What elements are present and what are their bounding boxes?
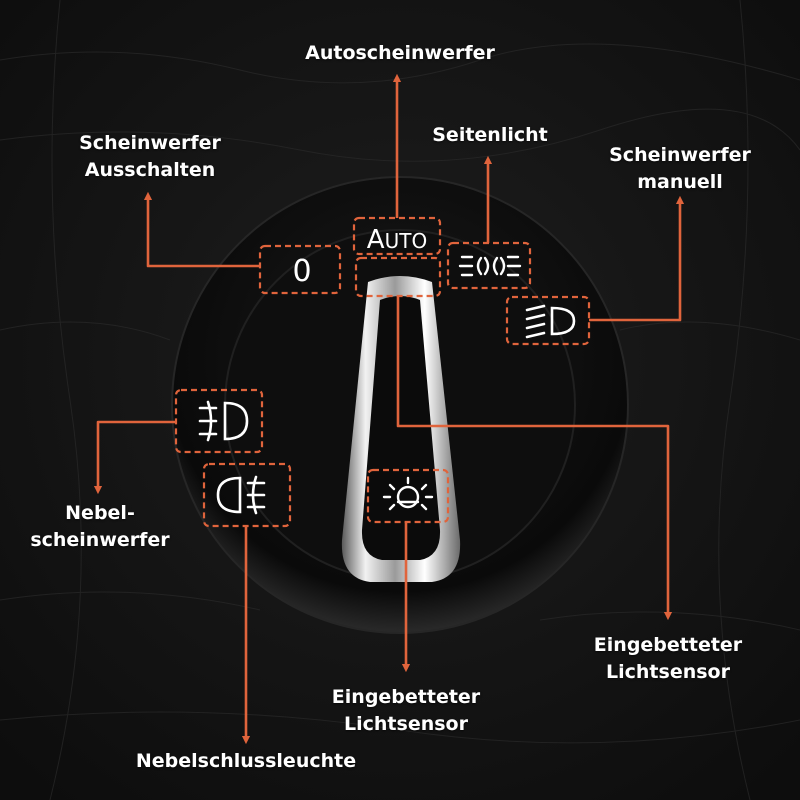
label-scheinwerfer-ausschalten: Scheinwerfer Ausschalten [79, 132, 221, 181]
label-lichtsensor-right: Eingebetteter Lichtsensor [593, 634, 743, 683]
label-scheinwerfer-manuell: Scheinwerfer manuell [609, 144, 751, 193]
auto-icon: AUTO [367, 225, 427, 255]
auto-box [352, 216, 442, 256]
label-nebelscheinwerfer: Nebel- scheinwerfer [30, 502, 170, 551]
sensor-right-leader [396, 296, 673, 621]
fog-leader [93, 420, 176, 495]
low-beam-icon [525, 304, 576, 339]
rotary-handle [341, 276, 461, 582]
rear-fog-light-icon [216, 475, 266, 515]
light-sensor-icon [382, 476, 434, 511]
off-box [258, 244, 342, 295]
sensor-box [366, 468, 450, 524]
label-autoscheinwerfer: Autoscheinwerfer [305, 42, 495, 64]
label-seitenlicht: Seitenlicht [432, 124, 548, 146]
off-leader [143, 191, 260, 268]
label-nebelschlussleuchte: Nebelschlussleuchte [135, 750, 357, 772]
label-lichtsensor-bottom: Eingebetteter Lichtsensor [331, 686, 481, 735]
headlights-off-icon: 0 [292, 254, 311, 289]
svg-text:AUTO: AUTO [367, 225, 427, 255]
low-beam-box [505, 295, 591, 346]
front-fog-light-icon [198, 400, 249, 442]
side-light-icon [458, 255, 522, 277]
manual-leader [589, 195, 685, 322]
